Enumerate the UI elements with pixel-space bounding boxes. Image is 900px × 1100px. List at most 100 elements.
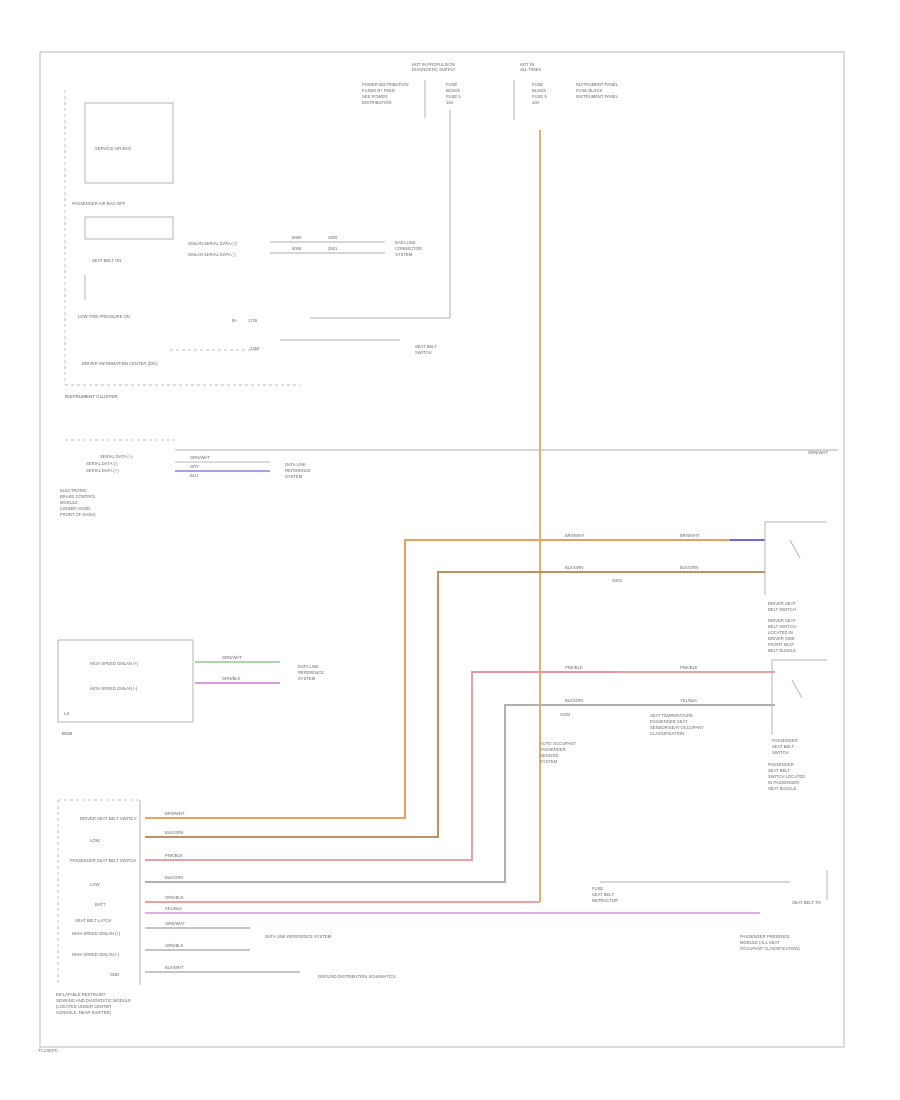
splice-label: S303 — [612, 578, 622, 583]
ref-label: DATA LINK — [395, 240, 416, 245]
sdm: DRIVER SEAT BELT SWITCH LOW PASSENGER SE… — [56, 799, 396, 1015]
wire-label: BRN/WHT — [565, 533, 585, 538]
diagram-frame — [39, 51, 845, 1048]
pressure-label: CLASSIFICATION — [650, 731, 684, 736]
switch-label: SWITCH — [772, 750, 789, 755]
harness — [145, 130, 775, 914]
pass-bottom-label: MODULE (ALL SEAT — [740, 940, 780, 945]
switch-label: DRIVER SEAT — [768, 601, 796, 606]
fuse-label: FUSE — [446, 82, 457, 87]
switch-label: IN PASSENGER — [768, 780, 799, 785]
ref-label: FUSED B+ FEED — [362, 88, 395, 93]
indicator-label: DRIVER INFORMATION CENTER (DIC) — [82, 361, 158, 366]
ref-label: DATA LINK — [298, 664, 319, 669]
feed-label: ALL TIMES — [520, 67, 541, 72]
right-components: DRIVER SEAT BELT SWITCH DRIVER SEAT BELT… — [540, 521, 828, 951]
sdm-pin: DRIVER SEAT BELT SWITCH — [80, 816, 136, 821]
wire-label: BLK/GRN — [565, 565, 583, 570]
indicator-label: PASSENGER AIR BAG OFF — [72, 201, 126, 206]
sdm-pin: PASSENGER SEAT BELT SWITCH — [70, 858, 136, 863]
pass-bottom-label: PASSENGER PRESENCE — [740, 934, 790, 939]
circuit-label: BRN/WHT — [165, 811, 185, 816]
ref-label: GROUND DISTRIBUTION SCHEMATICS — [318, 974, 396, 979]
ebcm-pin: SERIAL DATA (+) — [100, 454, 133, 459]
ref-label: SEE POWER — [362, 94, 387, 99]
feed-label: DIAGNOSTIC SUPPLY — [412, 67, 456, 72]
bcm-pin: HIGH SPEED GMLAN (+) — [90, 661, 139, 666]
ref-label: REFERENCE — [285, 468, 311, 473]
circuit-label: GRN/WHT — [165, 921, 185, 926]
sdm-pin: HIGH SPEED GMLAN (-) — [72, 952, 120, 957]
pressure-label: SENSOR/SEAT OCCUPANT — [650, 725, 704, 730]
ebcm: GRN/WHT SERIAL DATA (+) SERIAL DATA (-) … — [60, 439, 838, 517]
switch-label: SEAT BELT — [772, 744, 794, 749]
pass-bottom-label: OCCUPANT CLASSIFICATION) — [740, 946, 800, 951]
data-line-label: GMLAN SERIAL DATA (+) — [188, 241, 237, 246]
circuit-label: GRN/WHT — [222, 655, 242, 660]
wire-label: PNK/BLK — [680, 665, 698, 670]
occupant-label: SENSING — [540, 753, 559, 758]
ref-label: POWER DISTRIBUTION — [362, 82, 409, 87]
sdm-pin: SEAT BELT LATCH — [75, 918, 111, 923]
ref-label: DATA LINK REFERENCE SYSTEM — [265, 934, 332, 939]
wire-label: BLK/GRN — [680, 565, 698, 570]
occupant-label: PASSENGER — [540, 747, 566, 752]
bcm: HIGH SPEED GMLAN (+) HIGH SPEED GMLAN (-… — [57, 639, 324, 736]
circuit-label: 5060 — [292, 235, 302, 240]
sdm-pin: GND — [110, 972, 119, 977]
ebcm-title: (UNDER HOOD, — [60, 506, 91, 511]
switch-label: DRIVER SIDE — [768, 636, 795, 641]
circuit-label: 2501 — [328, 246, 338, 251]
ref-label: FUSE BLOCK — [576, 88, 603, 93]
switch-label: DRIVER SEAT — [768, 618, 796, 623]
fuse-label: FUSE — [532, 82, 543, 87]
ebcm-title: FRONT OF DASH) — [60, 512, 96, 517]
circuit-label: GRN/WHT — [190, 455, 210, 460]
switch-label: PASSENGER — [768, 762, 794, 767]
indicator-label: LOW TIRE PRESSURE ON — [78, 314, 130, 319]
footer-code: TCLOEPC — [38, 1048, 58, 1053]
sdm-title: INFLATABLE RESTRAINT — [56, 992, 106, 997]
circuit-label: PNK/BLK — [165, 853, 183, 858]
sdm-pin: LOW — [90, 838, 100, 843]
circuit-label: BLK/WHT — [165, 965, 184, 970]
circuit-label: BLU — [190, 473, 198, 478]
wire-label: BRN/WHT — [680, 533, 700, 538]
ebcm-title: BRAKE CONTROL — [60, 494, 97, 499]
sdm-title: SENSING AND DIAGNOSTIC MODULE — [56, 998, 131, 1003]
ref-label: INSTRUMENT PANEL — [576, 94, 619, 99]
fuse-label: BLOCK — [446, 88, 460, 93]
ebcm-title: MODULE — [60, 500, 78, 505]
pressure-label: SEAT TEMPERATURE — [650, 713, 693, 718]
sdm-title: (LOCATED UNDER CENTER — [56, 1004, 111, 1009]
ground-label: LS — [64, 711, 69, 716]
instrument-cluster: INSTRUMENT CLUSTER SERVICE AIR BAG PASSE… — [64, 90, 437, 399]
ebcm-pin: SERIAL DATA (-) — [86, 461, 118, 466]
ref-label: SYSTEM — [298, 676, 316, 681]
sdm-title: CONSOLE, NEAR SHIFTER) — [56, 1010, 112, 1015]
data-line-label: GMLAN SERIAL DATA (-) — [188, 252, 236, 257]
cluster-title: INSTRUMENT CLUSTER — [65, 394, 118, 399]
switch-label: SEAT BUCKLE — [768, 786, 797, 791]
ref-label: INSTRUMENT PANEL — [576, 82, 619, 87]
top-right-feed: HOT IN ALL TIMES FUSE BLOCK FUSE 9 10A I… — [513, 62, 619, 120]
belt-label: SEAT BELT — [592, 892, 614, 897]
indicator-label: SERVICE AIR BAG — [95, 146, 131, 151]
indicator-label: SEAT BELT ON — [92, 258, 121, 263]
belt-label: SEAT BELT TO — [792, 900, 821, 905]
sdm-pin: BATT — [95, 902, 106, 907]
fuse-label: 10A — [446, 100, 454, 105]
circuit-label: 2500 — [328, 235, 338, 240]
ref-label: SYSTEM — [395, 252, 413, 257]
ref-label: SYSTEM — [285, 474, 303, 479]
occupant-label: SYSTEM — [540, 759, 558, 764]
switch-label: BELT SWITCH — [768, 607, 796, 612]
ref-label: CONNECTOR — [395, 246, 422, 251]
switch-label: BELT SWITCH — [768, 624, 796, 629]
fuse-label: FUSE 9 — [532, 94, 547, 99]
belt-label: RETRACTOR — [592, 898, 618, 903]
switch-label: SEAT BELT — [768, 768, 790, 773]
switch-label: SWITCH LOCATED — [768, 774, 805, 779]
circuit-label: BLK/GRN — [165, 875, 183, 880]
ref-label: SWITCH — [415, 350, 432, 355]
